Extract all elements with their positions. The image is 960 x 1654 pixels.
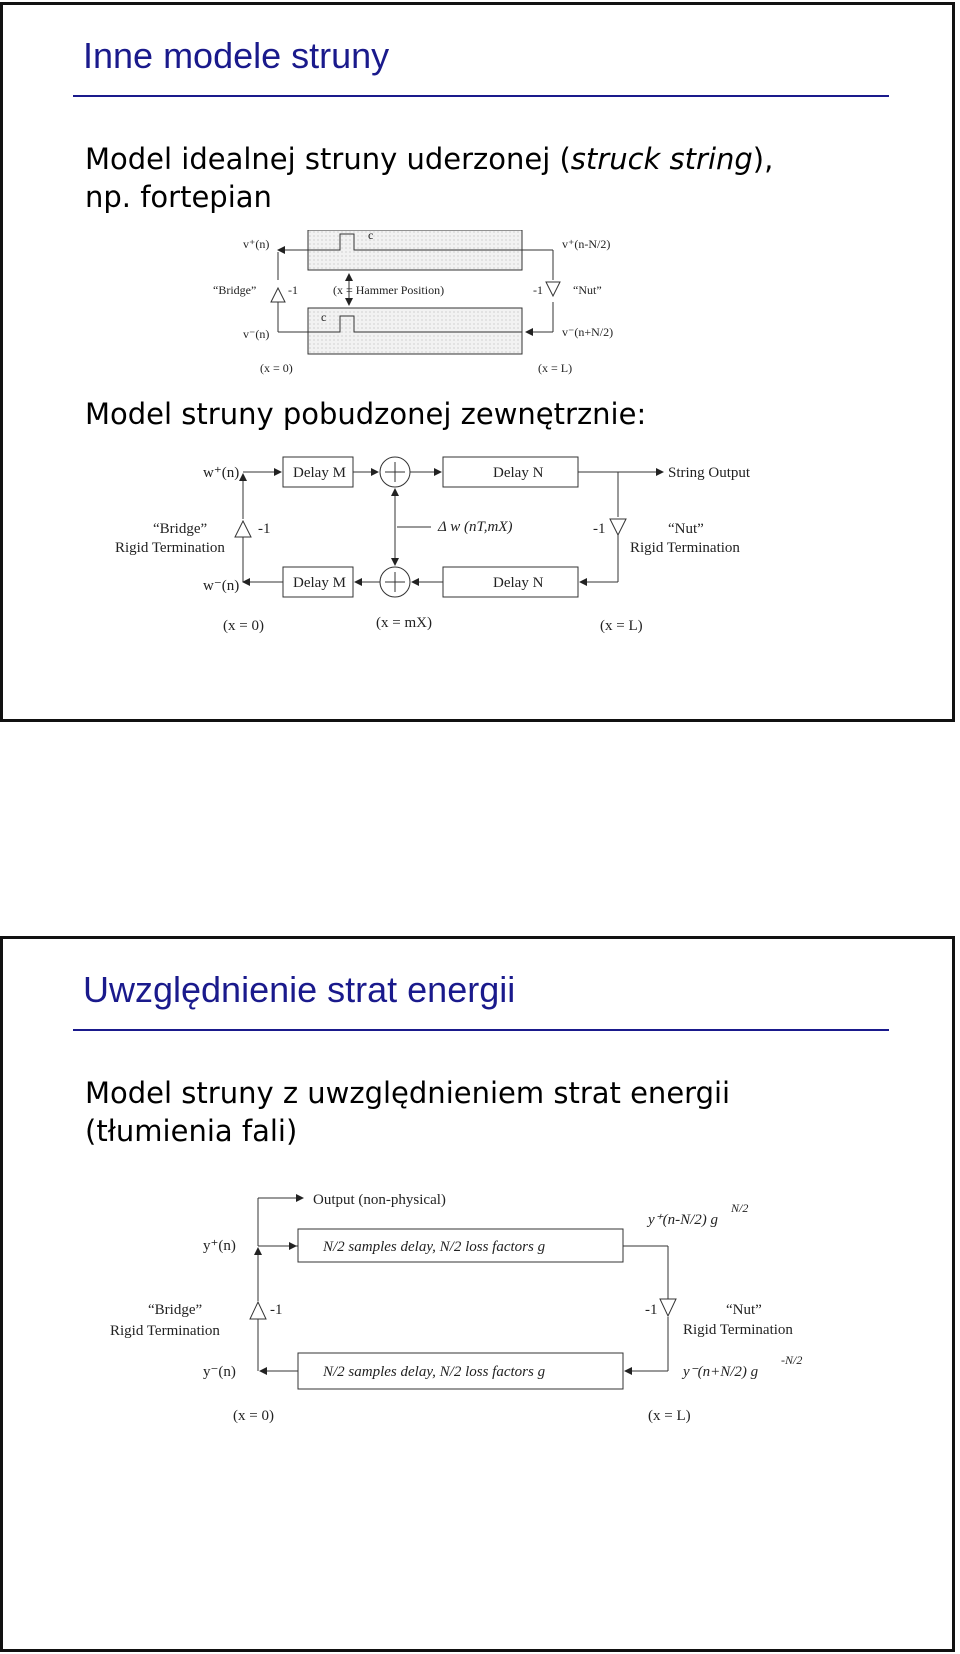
excited-string-diagram: Delay M Delay N Delay M Delay N String O… — [115, 456, 751, 634]
title-divider — [73, 95, 889, 97]
title-divider — [73, 1029, 889, 1031]
y-plus-label: y⁺(n) — [203, 1238, 236, 1254]
nut-label: “Nut” — [726, 1302, 762, 1318]
bridge-rigid-label: Rigid Termination — [115, 540, 225, 556]
body-text: Model struny z uwzględnieniem strat ener… — [85, 1074, 730, 1150]
slide-title: Inne modele struny — [83, 35, 390, 76]
bridge-label: “Bridge” — [148, 1302, 202, 1318]
output-label: Output (non-physical) — [313, 1194, 446, 1208]
xL-label: (x = L) — [648, 1408, 691, 1424]
lossy-string-diagram: Output (non-physical) N/2 samples delay,… — [110, 1194, 802, 1424]
upper-pulse — [308, 233, 522, 251]
intro-prefix: Model idealnej struny uderzonej ( — [85, 142, 571, 176]
xL-label: (x = L) — [538, 361, 572, 375]
nut-rigid-label: Rigid Termination — [630, 540, 740, 556]
xm-label: (x = mX) — [376, 615, 432, 631]
bridge-gain-label: -1 — [258, 521, 271, 537]
intro-italic: struck string — [570, 142, 753, 176]
nut-gain-icon — [659, 1298, 677, 1318]
nut-label: “Nut” — [573, 283, 602, 297]
delay-box-bottom: N/2 samples delay, N/2 loss factors g — [322, 1364, 546, 1380]
v-plus-right-label: v⁺(n-N/2) — [562, 237, 610, 251]
slide-title: Uwzględnienie strat energii — [83, 969, 516, 1010]
intro-suffix: ), — [752, 142, 774, 176]
bridge-rigid-label: Rigid Termination — [110, 1323, 220, 1339]
w-minus-label: w⁻(n) — [203, 578, 239, 594]
slide-2: Uwzględnienie strat energii Model struny… — [0, 936, 955, 1652]
nut-gain-icon — [609, 518, 627, 537]
xL-label: (x = L) — [600, 618, 643, 634]
w-plus-label: w⁺(n) — [203, 465, 239, 481]
bridge-label: “Bridge” — [153, 521, 207, 537]
excitation-label: Δ w (nT,mX) — [437, 519, 513, 535]
bridge-label: “Bridge” — [213, 283, 256, 297]
v-minus-right-label: v⁻(n+N/2) — [562, 325, 613, 339]
intro-line2: np. fortepian — [85, 180, 272, 214]
string-output-label: String Output — [668, 465, 751, 481]
bridge-gain-icon — [270, 286, 286, 303]
struck-string-diagram: v⁺(n) v⁻(n) v⁺(n-N/2) v⁻(n+N/2) “Bridge”… — [213, 230, 613, 375]
y-minus-right-label: y⁻(n+N/2) g — [681, 1364, 759, 1380]
y-plus-right-label: y⁺(n-N/2) g — [646, 1212, 718, 1228]
delay-n-top: Delay N — [493, 465, 544, 481]
body-line1: Model struny z uwzględnieniem strat ener… — [85, 1076, 731, 1110]
gain-bottom-exponent: -N/2 — [781, 1353, 802, 1367]
nut-gain-label: -1 — [593, 521, 606, 537]
delay-n-bottom: Delay N — [493, 575, 544, 591]
lower-pulse — [308, 315, 522, 333]
nut-label: “Nut” — [668, 521, 704, 537]
v-plus-label: v⁺(n) — [243, 237, 269, 251]
hammer-label: (x = Hammer Position) — [333, 283, 444, 297]
delay-m-top: Delay M — [293, 465, 346, 481]
body-line2: (tłumienia fali) — [85, 1114, 298, 1148]
bridge-gain-label: -1 — [288, 283, 298, 297]
delay-box-top: N/2 samples delay, N/2 loss factors g — [322, 1239, 546, 1255]
x0-label: (x = 0) — [233, 1408, 274, 1424]
subheading: Model struny pobudzonej zewnętrznie: — [85, 397, 647, 431]
v-minus-label: v⁻(n) — [243, 327, 269, 341]
intro-text: Model idealnej struny uderzonej (struck … — [85, 140, 773, 216]
nut-gain-label: -1 — [645, 1302, 658, 1318]
x0-label: (x = 0) — [223, 618, 264, 634]
wave-speed-bottom: c — [321, 310, 326, 324]
delay-m-bottom: Delay M — [293, 575, 346, 591]
slide-1: Inne modele struny Model idealnej struny… — [0, 2, 955, 722]
bridge-gain-label: -1 — [270, 1302, 283, 1318]
wave-speed-top: c — [368, 230, 373, 242]
bridge-gain-icon — [234, 519, 252, 538]
y-minus-label: y⁻(n) — [203, 1364, 236, 1380]
nut-gain-icon — [545, 281, 561, 298]
nut-gain-label: -1 — [533, 283, 543, 297]
gain-top-exponent: N/2 — [730, 1201, 748, 1215]
nut-rigid-label: Rigid Termination — [683, 1322, 793, 1338]
bridge-gain-icon — [249, 1300, 267, 1320]
x0-label: (x = 0) — [260, 361, 293, 375]
